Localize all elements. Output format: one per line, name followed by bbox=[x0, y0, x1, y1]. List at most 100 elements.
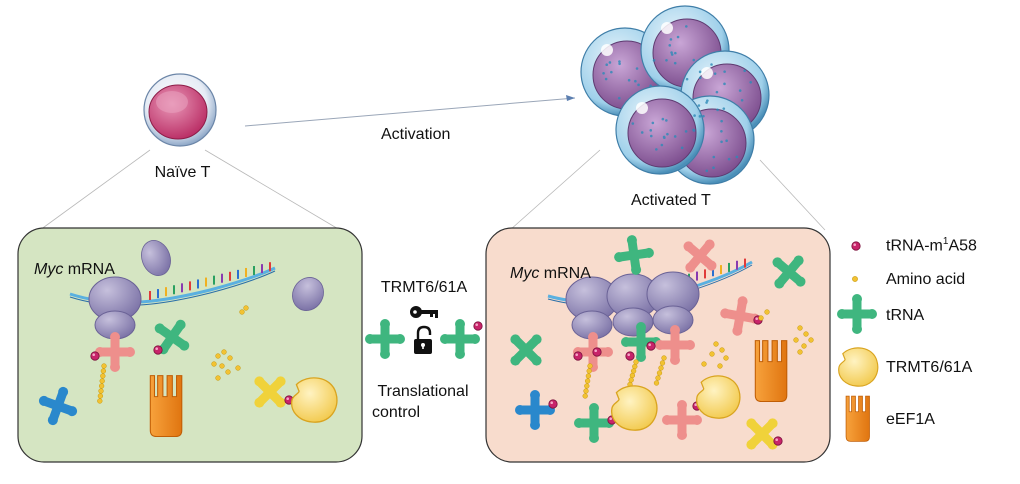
cell-speckle bbox=[652, 59, 656, 62]
cell-speckle bbox=[692, 58, 696, 62]
cell-speckle bbox=[698, 76, 702, 80]
cell-speckle bbox=[702, 114, 705, 118]
legend-label-trna: tRNA bbox=[886, 307, 925, 324]
amino-acid-bead bbox=[793, 337, 799, 343]
legend-yellow-dot-icon bbox=[852, 276, 858, 282]
cell-speckle bbox=[713, 72, 717, 75]
cell-speckle bbox=[669, 38, 673, 41]
cell-speckle bbox=[676, 35, 680, 39]
cell-speckle bbox=[670, 53, 674, 56]
legend-eef1a-icon bbox=[845, 395, 870, 442]
amino-acid-bead bbox=[583, 388, 589, 394]
cell-speckle bbox=[649, 129, 653, 132]
cell-speckle bbox=[617, 96, 621, 100]
amino-acid-bead bbox=[235, 365, 241, 371]
amino-acid-bead bbox=[659, 360, 666, 366]
amino-acid-bead bbox=[758, 315, 764, 321]
naive-t-label: Naïve T bbox=[154, 164, 211, 181]
amino-acid-bead bbox=[632, 363, 638, 370]
activated-t-cells-icon bbox=[580, 5, 770, 185]
cell-speckle bbox=[649, 134, 653, 138]
cell-speckle bbox=[668, 44, 672, 47]
amino-acid-bead bbox=[764, 309, 770, 315]
cell-speckle bbox=[673, 61, 677, 65]
amino-acid-bead bbox=[656, 370, 663, 376]
right-mrna-italic: Myc bbox=[510, 265, 540, 282]
amino-acid-bead bbox=[225, 369, 231, 375]
cell-speckle bbox=[637, 83, 640, 87]
cell-speckle bbox=[618, 60, 621, 63]
cell-speckle bbox=[693, 114, 696, 117]
left-mrna-text: mRNA bbox=[63, 261, 115, 278]
amino-acid-bead bbox=[628, 377, 634, 383]
key-icon bbox=[410, 306, 438, 318]
amino-acid-bead bbox=[97, 393, 104, 399]
amino-acid-bead bbox=[713, 341, 719, 347]
cell-speckle bbox=[665, 119, 668, 122]
left-mrna-italic: Myc bbox=[34, 261, 64, 278]
cell-speckle bbox=[715, 90, 719, 94]
amino-acid-bead bbox=[239, 309, 245, 315]
amino-acid-bead bbox=[97, 398, 103, 404]
amino-acid-bead bbox=[584, 378, 591, 384]
cell-speckle bbox=[722, 107, 726, 110]
center-m1a-icon bbox=[473, 321, 483, 331]
cell-speckle bbox=[698, 115, 702, 118]
legend-label-amino-acid: Amino acid bbox=[886, 271, 966, 288]
cell-speckle bbox=[651, 121, 655, 125]
amino-acid-bead bbox=[723, 355, 729, 361]
cell-speckle bbox=[705, 169, 709, 173]
cell-speckle bbox=[735, 155, 739, 159]
cell-speckle bbox=[706, 99, 709, 102]
cell-speckle bbox=[692, 128, 695, 132]
cell-speckle bbox=[673, 135, 677, 138]
cell-speckle bbox=[685, 25, 688, 28]
right-mrna-label: Myc mRNA bbox=[510, 264, 591, 283]
cell-speckle bbox=[723, 70, 726, 73]
cell-speckle bbox=[712, 155, 716, 159]
amino-acid-bead bbox=[797, 349, 803, 355]
cell-speckle bbox=[685, 77, 689, 81]
amino-acid-bead bbox=[803, 331, 809, 337]
amino-acid-bead bbox=[801, 343, 807, 349]
cell-speckle bbox=[662, 135, 666, 139]
amino-acid-bead bbox=[215, 375, 221, 381]
cell-speckle bbox=[640, 131, 644, 134]
amino-acid-bead bbox=[98, 388, 104, 394]
amino-acid-bead bbox=[99, 378, 105, 384]
cell-speckle bbox=[697, 104, 701, 107]
amino-acid-bead bbox=[243, 305, 249, 311]
amino-acid-bead bbox=[211, 361, 217, 367]
legend-m1a-post: A58 bbox=[948, 237, 977, 255]
cell-speckle bbox=[605, 63, 609, 67]
center-control-line1: Translational bbox=[377, 383, 469, 400]
amino-acid-bead bbox=[797, 325, 803, 331]
center-enzyme-label: TRMT6/61A bbox=[380, 279, 468, 296]
cell-speckle bbox=[710, 63, 713, 66]
cell-speckle bbox=[649, 84, 652, 88]
amino-acid-bead bbox=[101, 363, 107, 369]
cell-speckle bbox=[674, 51, 677, 55]
cell-speckle bbox=[627, 78, 631, 82]
activated-t-label: Activated T bbox=[631, 192, 711, 209]
legend-m1a-pre: tRNA-m bbox=[886, 237, 943, 255]
cell-speckle bbox=[665, 59, 668, 62]
cell-speckle bbox=[740, 98, 744, 102]
cell-speckle bbox=[635, 67, 639, 70]
cell-speckle bbox=[738, 89, 742, 92]
amino-acid-bead bbox=[227, 355, 233, 361]
legend-trmt-blob-icon bbox=[838, 347, 879, 387]
amino-acid-bead bbox=[100, 373, 106, 379]
unlock-icon bbox=[414, 325, 432, 354]
legend-m1a-sup: 1 bbox=[942, 236, 949, 247]
cell-speckle bbox=[720, 129, 723, 133]
amino-acid-bead bbox=[215, 353, 221, 359]
cell-speckle bbox=[680, 146, 684, 150]
legend-label-m1a: tRNA-m1A58 bbox=[886, 236, 977, 256]
amino-acid-bead bbox=[653, 380, 660, 386]
guide-lines bbox=[39, 149, 826, 231]
cell-speckle bbox=[723, 82, 726, 86]
amino-acid-bead bbox=[629, 372, 636, 379]
amino-acid-bead bbox=[808, 337, 814, 343]
activation-label: Activation bbox=[381, 126, 451, 143]
